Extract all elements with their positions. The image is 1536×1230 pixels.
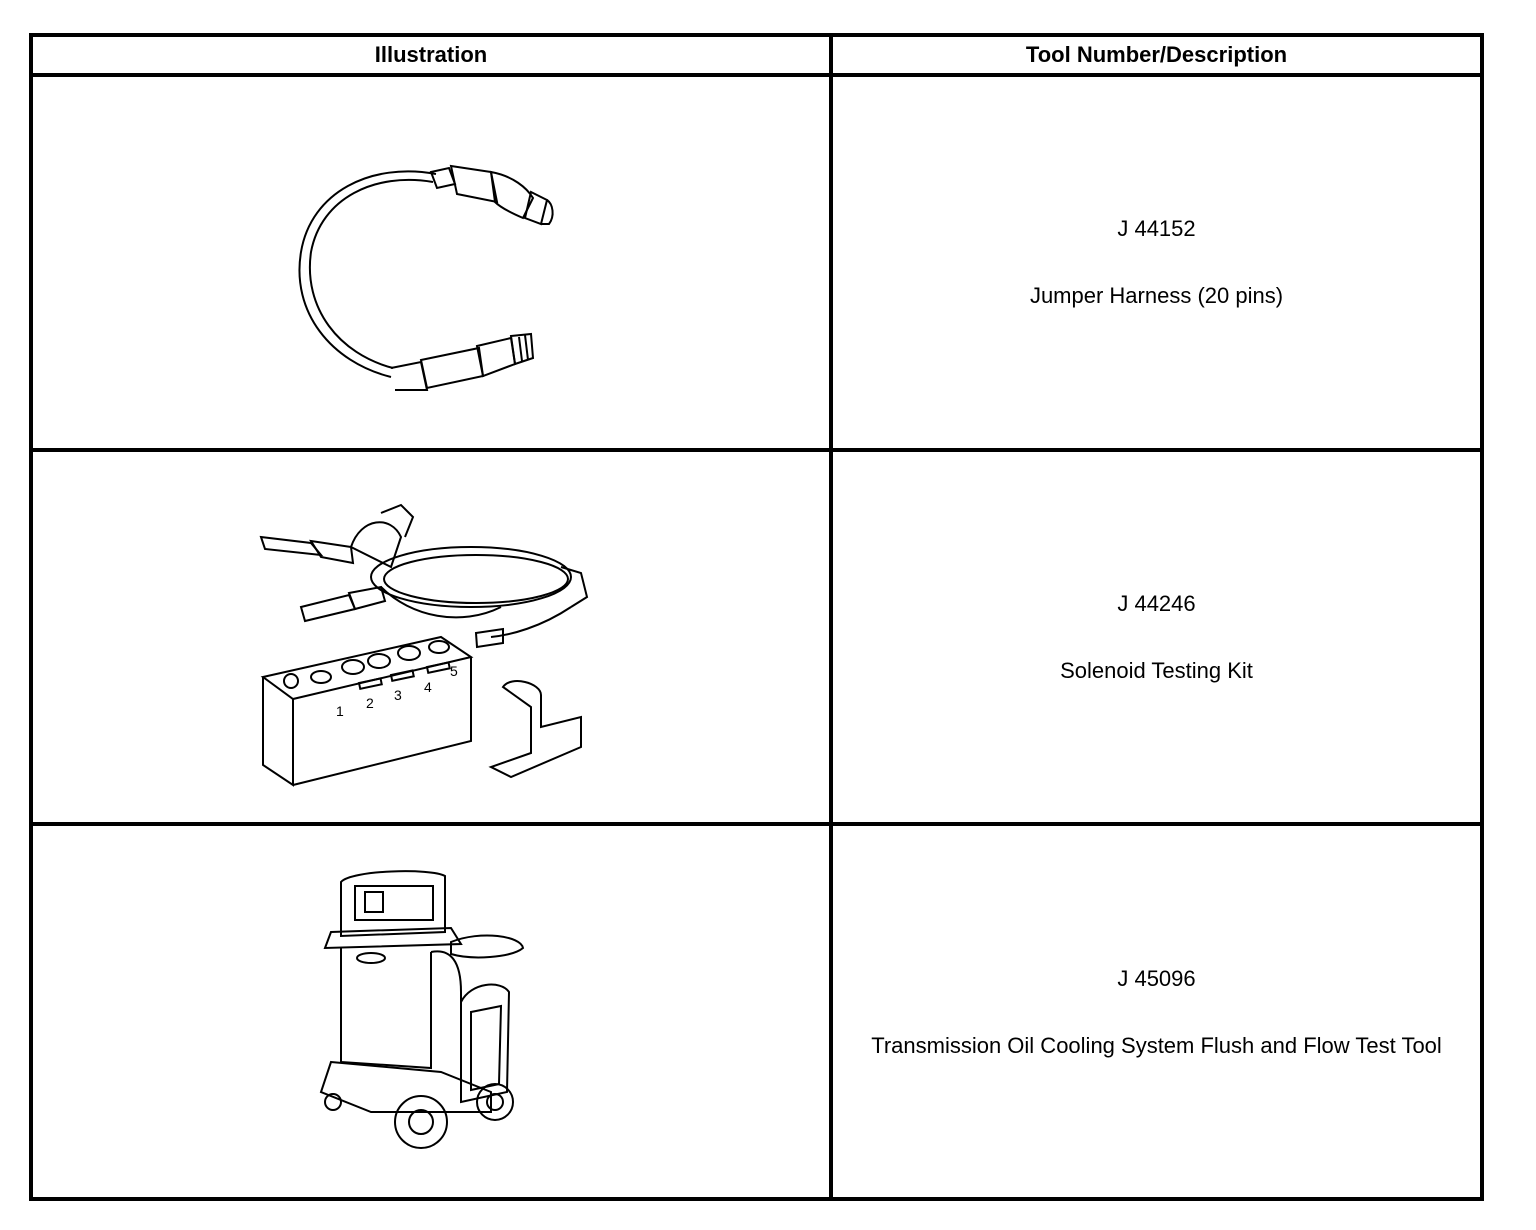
description-cell: J 45096 Transmission Oil Cooling System … — [829, 822, 1484, 1201]
jumper-harness-icon — [298, 165, 554, 392]
tool-number: J 44152 — [1117, 216, 1196, 242]
table-row: J 45096 Transmission Oil Cooling System … — [29, 822, 1484, 1201]
port-number-1: 1 — [336, 703, 344, 719]
header-illustration: Illustration — [29, 33, 833, 77]
flush-flow-test-cart-icon — [319, 869, 525, 1149]
tool-number: J 44246 — [1117, 590, 1196, 616]
table-header-row: Illustration Tool Number/Description — [29, 33, 1484, 77]
illustration-cell — [29, 822, 833, 1201]
description-cell: J 44246 Solenoid Testing Kit — [829, 447, 1484, 827]
block-port-numbers: 1 2 3 4 5 — [336, 663, 458, 719]
tool-number: J 45096 — [1117, 965, 1196, 991]
solenoid-testing-kit-icon — [259, 503, 589, 787]
table-row: J 44246 Solenoid Testing Kit — [29, 447, 1484, 827]
tool-description: Transmission Oil Cooling System Flush an… — [871, 1032, 1442, 1058]
illustration-cell — [29, 447, 833, 827]
port-number-3: 3 — [394, 687, 402, 703]
header-tool-description: Tool Number/Description — [829, 33, 1484, 77]
tool-table: Illustration Tool Number/Description — [29, 33, 1484, 1201]
port-number-2: 2 — [366, 695, 374, 711]
illustration-cell — [29, 73, 833, 452]
port-number-5: 5 — [450, 663, 458, 679]
description-cell: J 44152 Jumper Harness (20 pins) — [829, 73, 1484, 452]
table-row: J 44152 Jumper Harness (20 pins) — [29, 73, 1484, 452]
tool-description: Jumper Harness (20 pins) — [1029, 283, 1284, 309]
port-number-4: 4 — [424, 679, 432, 695]
tool-description: Solenoid Testing Kit — [1060, 657, 1253, 683]
